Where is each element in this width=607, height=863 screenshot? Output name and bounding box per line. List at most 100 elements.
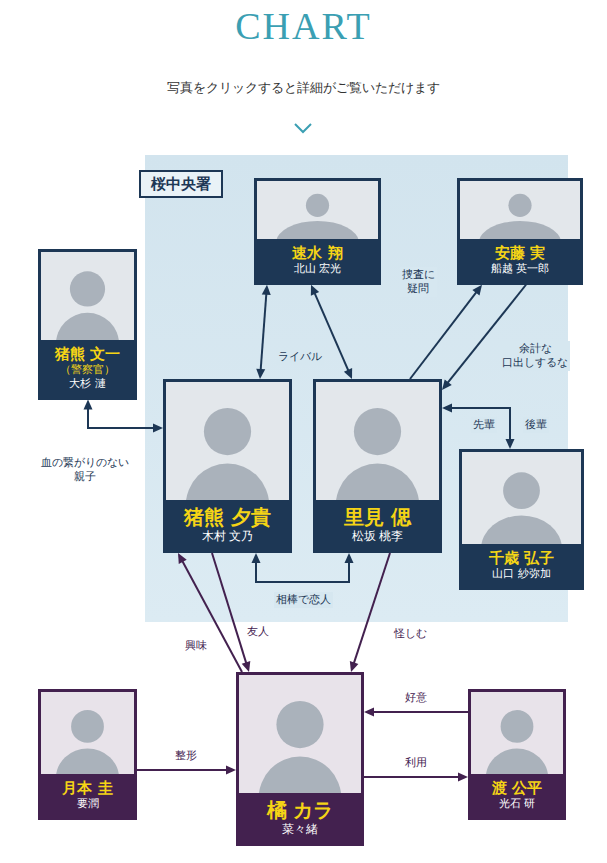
character-card: 千歳 弘子山口 紗弥加 <box>459 449 584 590</box>
character-card: 安藤 実船越 英一郎 <box>457 178 583 285</box>
actor-name: 大杉 漣 <box>44 377 131 391</box>
portrait-placeholder <box>316 382 439 500</box>
character-card: 猪熊 夕貴木村 文乃 <box>163 379 292 553</box>
name-band: 猪熊 夕貴木村 文乃 <box>166 500 289 550</box>
character-name: 里見 偲 <box>319 505 436 529</box>
relation-label: 怪しむ <box>392 626 429 642</box>
relation-label: 血の繋がりのない 親子 <box>39 455 131 485</box>
connector-line <box>182 560 242 672</box>
portrait-head <box>501 710 534 743</box>
relation-label: 整形 <box>173 748 199 764</box>
name-band: 速水 翔北山 宏光 <box>257 239 378 282</box>
label-holder: 写真をクリックすると詳細がご覧いただけます <box>165 79 442 97</box>
connector-line <box>450 408 510 441</box>
actor-name: 要潤 <box>44 797 131 811</box>
label-holder: 相棒で恋人 <box>274 592 333 608</box>
character-name: 渡 公平 <box>474 779 560 797</box>
connector <box>350 553 390 672</box>
subtitle-note: 写真をクリックすると詳細がご覧いただけます <box>165 79 442 97</box>
relation-label: 後輩 <box>523 417 549 433</box>
connector <box>137 766 236 775</box>
arrowhead <box>442 404 452 413</box>
relation-label: ライバル <box>276 349 324 365</box>
portrait-shoulders <box>56 313 119 340</box>
arrowhead <box>364 708 374 717</box>
region-name: 桜中央署 <box>151 175 211 193</box>
connector <box>84 400 164 433</box>
character-name: 猪熊 文一 <box>44 345 131 363</box>
character-name: 月本 圭 <box>44 779 131 797</box>
chart-title: CHART <box>0 6 607 48</box>
arrowhead <box>262 285 271 295</box>
label-holder: 整形 <box>173 748 199 764</box>
connector <box>252 553 354 582</box>
actor-name: 船越 英一郎 <box>463 262 577 276</box>
portrait-head <box>70 271 105 306</box>
portrait-placeholder <box>41 692 134 774</box>
arrowhead <box>153 424 163 433</box>
connector-line <box>364 776 460 778</box>
actor-name: 木村 文乃 <box>169 529 286 544</box>
connector-line <box>88 408 155 429</box>
arrowhead <box>256 369 265 379</box>
portrait-head <box>508 194 531 217</box>
arrowhead <box>344 368 352 379</box>
character-name: 安藤 実 <box>463 244 577 262</box>
label-holder: 利用 <box>403 755 429 771</box>
portrait-head <box>503 472 540 509</box>
connector-line <box>410 291 477 379</box>
portrait-shoulders <box>486 749 549 774</box>
connector <box>256 285 270 379</box>
connector-line <box>256 561 349 582</box>
connector <box>212 553 250 672</box>
character-card: 月本 圭要潤 <box>38 689 137 820</box>
arrowhead <box>226 766 236 775</box>
portrait-head <box>354 408 401 455</box>
character-card: 橘 カラ菜々緒 <box>236 672 364 846</box>
relation-label: 先輩 <box>471 417 497 433</box>
label-holder: 捜査に 疑問 <box>400 267 437 297</box>
label-holder: 好意 <box>403 690 429 706</box>
relation-label: 利用 <box>403 755 429 771</box>
arrowhead <box>252 553 261 563</box>
portrait-placeholder <box>166 382 289 500</box>
chevron-icon <box>294 122 312 134</box>
label-holder: 怪しむ <box>392 626 429 642</box>
label-holder: 興味 <box>183 638 209 654</box>
portrait-placeholder <box>471 692 563 774</box>
portrait-placeholder <box>257 181 378 239</box>
character-card: 速水 翔北山 宏光 <box>254 178 381 285</box>
name-band: 猪熊 文一（警察官）大杉 漣 <box>41 340 134 397</box>
portrait-shoulders <box>479 221 561 239</box>
connector <box>442 404 515 450</box>
portrait-placeholder <box>41 252 134 340</box>
actor-name: 北山 宏光 <box>260 262 375 276</box>
character-name: 速水 翔 <box>260 244 375 262</box>
portrait-placeholder <box>239 675 361 793</box>
arrowhead <box>345 553 354 563</box>
portrait-head <box>204 408 251 455</box>
connector <box>442 285 526 390</box>
portrait-placeholder <box>460 181 580 239</box>
arrowhead <box>506 439 515 449</box>
character-card: 猪熊 文一（警察官）大杉 漣 <box>38 249 137 400</box>
arrowhead <box>84 400 93 410</box>
relation-label: 余計な 口出しするな <box>500 341 570 371</box>
relation-label: 相棒で恋人 <box>274 592 333 608</box>
connector-line <box>372 711 468 713</box>
portrait-shoulders <box>276 221 358 239</box>
connector-line <box>212 553 247 664</box>
label-holder: 後輩 <box>523 417 549 433</box>
arrowhead <box>178 553 187 564</box>
arrowhead <box>311 285 319 296</box>
name-band: 月本 圭要潤 <box>41 774 134 817</box>
title-holder: CHART <box>0 6 607 48</box>
actor-name: 菜々緒 <box>242 822 358 837</box>
character-name: 猪熊 夕貴 <box>169 505 286 529</box>
arrowhead <box>472 285 482 296</box>
relation-label: 友人 <box>245 624 271 640</box>
connector-line <box>353 553 390 664</box>
portrait-shoulders <box>481 515 562 544</box>
character-name: 千歳 弘子 <box>465 549 578 567</box>
